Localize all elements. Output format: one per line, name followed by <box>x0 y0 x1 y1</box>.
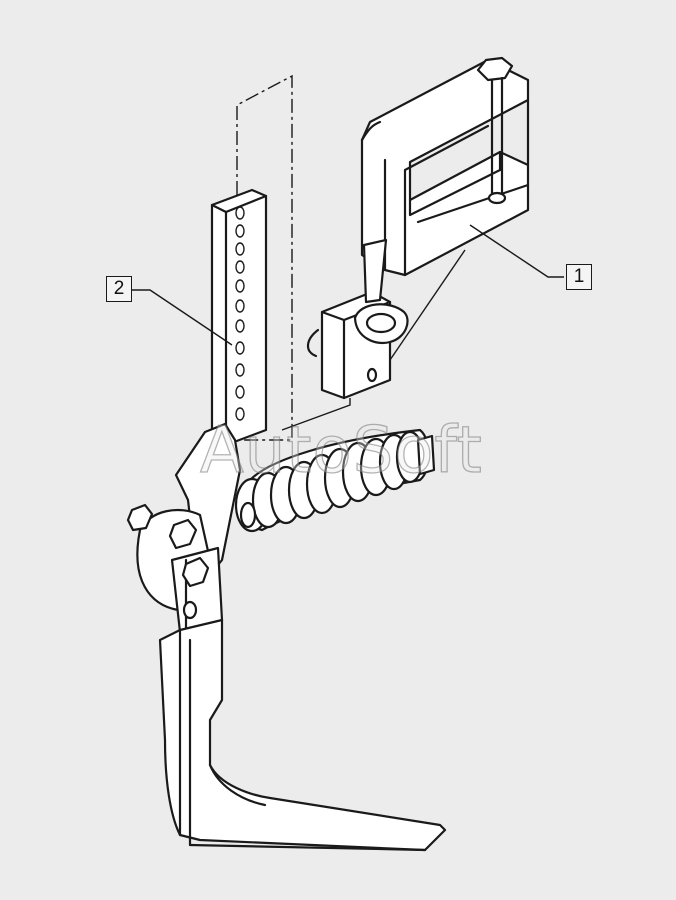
callout-1: 1 <box>566 264 592 290</box>
leader-line-1 <box>281 224 564 431</box>
callout-2-label: 2 <box>113 278 125 299</box>
alignment-line <box>236 74 293 441</box>
shank-bar <box>210 188 268 447</box>
leader-line-2 <box>131 289 233 346</box>
callout-1-label: 1 <box>573 266 585 287</box>
clamp-block <box>306 238 409 400</box>
tine-sweep <box>158 618 447 852</box>
callout-2: 2 <box>106 276 132 302</box>
coil-spring <box>234 428 436 533</box>
bracket-bolt <box>476 56 514 205</box>
